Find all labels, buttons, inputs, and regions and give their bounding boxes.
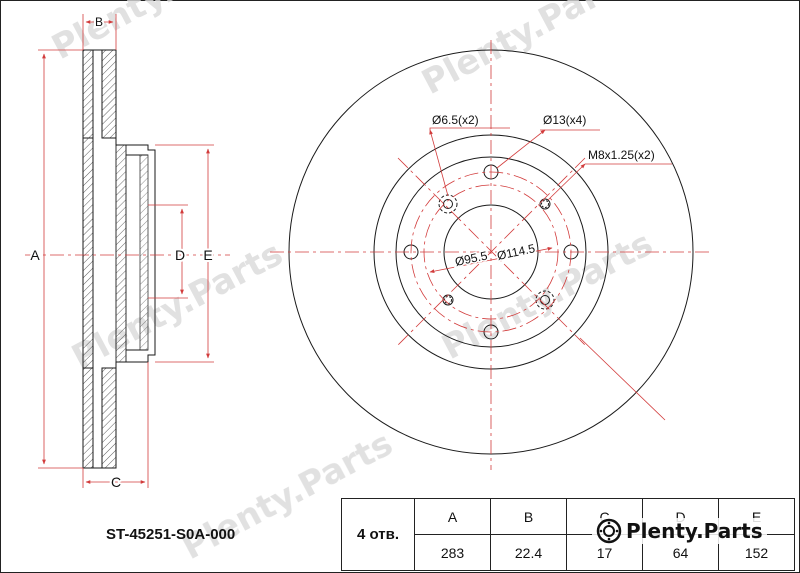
pcd-circle — [410, 171, 572, 333]
dimension-label-a: A — [30, 247, 40, 263]
hat-flange — [82, 137, 94, 369]
label-inner-diameter: Ø95.5 — [454, 248, 489, 269]
threaded-hole-thread — [541, 200, 549, 208]
hole-leaders — [429, 127, 672, 421]
label-bolt-holes: Ø13(x4) — [543, 113, 586, 127]
friction-plate-inner — [101, 367, 117, 469]
hub-face — [139, 154, 149, 351]
label-pcd: Ø114.5 — [496, 241, 537, 263]
friction-plate-outer — [82, 49, 94, 139]
dimension-label-b: B — [95, 15, 103, 29]
table-cell: 283 — [414, 534, 491, 571]
watermark-text: Plenty.Parts — [415, 0, 639, 103]
table-cell: 22.4 — [490, 534, 567, 571]
dimension-label-d: D — [175, 247, 185, 263]
threaded-hole — [539, 198, 551, 210]
side-view — [82, 49, 156, 469]
brand-name: Plenty.Parts — [626, 519, 763, 543]
brake-disc-icon — [596, 518, 622, 544]
friction-plate-inner — [101, 49, 117, 139]
bolt-count: 4 отв. — [341, 498, 415, 571]
side-dimensions — [38, 14, 214, 488]
side-dimension-labels: A B C D E — [28, 13, 214, 492]
friction-plate-outer — [82, 367, 94, 469]
locating-hole — [443, 199, 453, 209]
watermark: Plenty.Parts Plenty.Parts Plenty.Parts P… — [45, 0, 659, 568]
dimension-label-c: C — [111, 474, 121, 490]
label-thread-holes: M8x1.25(x2) — [588, 148, 655, 162]
table-header: A — [414, 498, 491, 535]
bore-circle — [423, 184, 559, 320]
part-number: ST-45251-S0A-000 — [106, 526, 236, 543]
threaded-hole-thread — [444, 296, 452, 304]
hat-wall — [115, 144, 127, 363]
label-small-holes: Ø6.5(x2) — [432, 113, 479, 127]
table-header: B — [490, 498, 567, 535]
brand-logo: Plenty.Parts — [592, 518, 767, 544]
hat-section — [115, 138, 156, 368]
watermark-text: Plenty.Parts — [45, 0, 269, 68]
dimension-label-e: E — [203, 247, 212, 263]
